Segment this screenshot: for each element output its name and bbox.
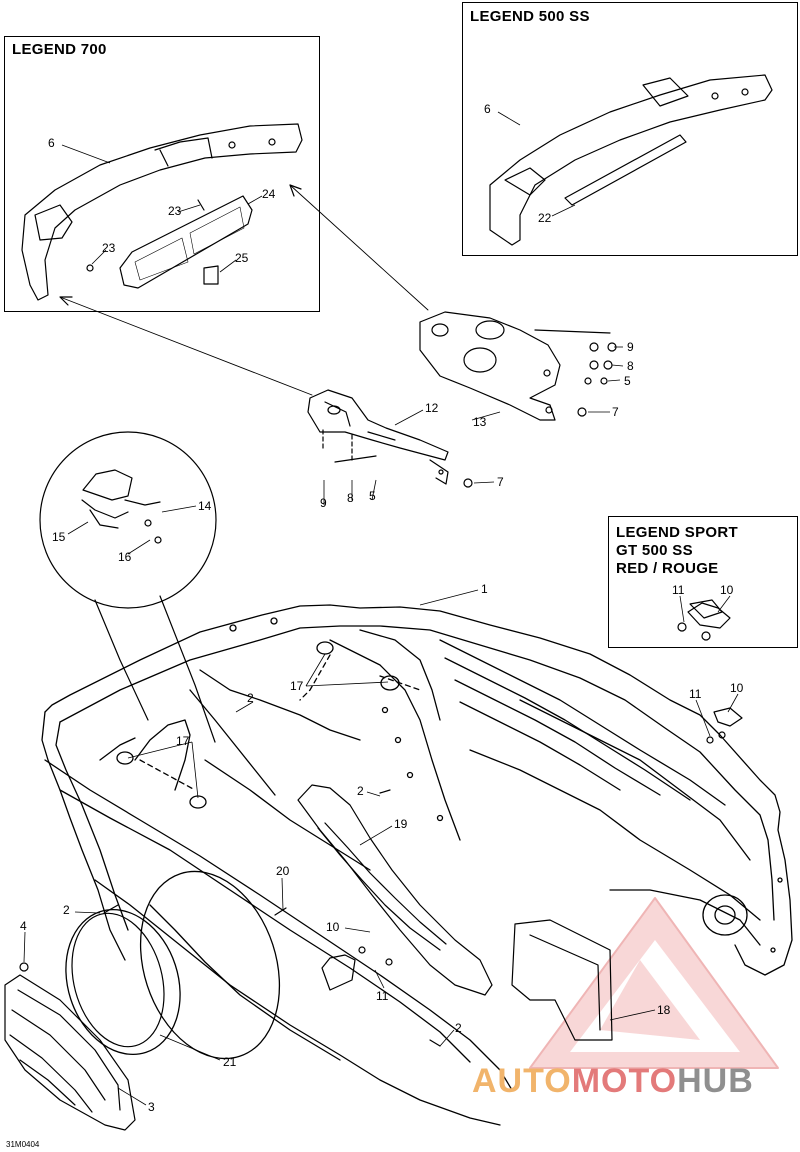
watermark-part1: AUTO (472, 1062, 572, 1100)
callout-17: 17 (176, 734, 190, 748)
callout-9: 9 (627, 340, 634, 354)
drawing-code: 31M0404 (6, 1140, 40, 1149)
callout-10: 10 (326, 920, 340, 934)
fastener-row-lower (334, 455, 473, 488)
callout-20: 20 (276, 864, 290, 878)
callout-9: 9 (320, 496, 327, 510)
callout-2: 2 (63, 903, 70, 917)
callout-11: 11 (672, 583, 685, 597)
watermark-part3: HUB (677, 1062, 754, 1100)
callout-2: 2 (247, 691, 254, 705)
legend-sport-title-line1: LEGEND SPORT (616, 524, 738, 541)
callout-24: 24 (262, 187, 276, 201)
callout-12: 12 (425, 401, 439, 415)
callout-17: 17 (290, 679, 304, 693)
bottom-pan (41, 604, 793, 1126)
callout-7: 7 (497, 475, 504, 489)
legend-sport-box (608, 516, 798, 648)
callout-3: 3 (148, 1100, 155, 1114)
watermark-text: AUTOMOTOHUB (472, 1062, 754, 1101)
legend-sport-title-line2: GT 500 SS (616, 542, 693, 559)
part-19-rail (297, 784, 493, 996)
callout-4: 4 (20, 919, 27, 933)
callout-23: 23 (168, 204, 182, 218)
legend-sport-title-line3: RED / ROUGE (616, 560, 719, 577)
part-21-cover (71, 912, 165, 1048)
callout-11: 11 (689, 687, 702, 701)
part-18-plate (511, 919, 613, 1041)
legend700-art (21, 123, 303, 301)
callout-2: 2 (357, 784, 364, 798)
part-3-grille (4, 974, 136, 1131)
callout-10: 10 (720, 583, 734, 597)
callout-6: 6 (484, 102, 491, 116)
legend500-art (489, 74, 773, 246)
callout-2: 2 (455, 1021, 462, 1035)
detail-circle (39, 431, 217, 743)
callout-8: 8 (347, 491, 354, 505)
callout-1: 1 (481, 582, 488, 596)
callout-14: 14 (198, 499, 212, 513)
callout-11: 11 (376, 989, 389, 1003)
part-13-bracket (419, 311, 561, 421)
leader-arrows (59, 184, 429, 396)
callout-15: 15 (52, 530, 66, 544)
part-12-bracket (307, 389, 449, 485)
callout-6: 6 (48, 136, 55, 150)
callout-21: 21 (223, 1055, 237, 1069)
legend-700-title: LEGEND 700 (12, 41, 107, 58)
callout-22: 22 (538, 211, 552, 225)
legend-500ss-title: LEGEND 500 SS (470, 8, 590, 25)
callout-10: 10 (730, 681, 744, 695)
callout-8: 8 (627, 359, 634, 373)
callout-19: 19 (394, 817, 408, 831)
legend-500ss-box (462, 2, 798, 256)
callout-5: 5 (624, 374, 631, 388)
callout-25: 25 (235, 251, 249, 265)
watermark-logo (529, 897, 779, 1069)
callout-7: 7 (612, 405, 619, 419)
legend-700-box (4, 36, 320, 312)
callout-18: 18 (657, 1003, 671, 1017)
watermark-part2: MOTO (571, 1062, 678, 1100)
legend-sport-art (677, 602, 731, 641)
callout-5: 5 (369, 489, 376, 503)
